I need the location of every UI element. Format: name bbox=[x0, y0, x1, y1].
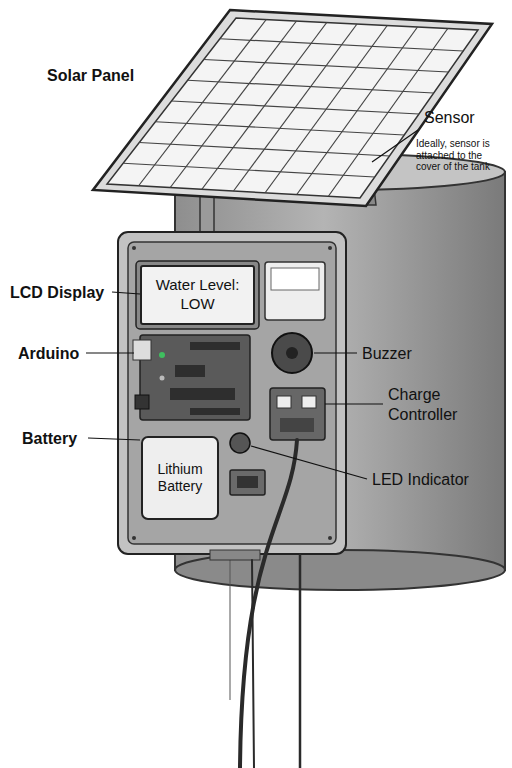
label-box: Ideally, sensor is attached to the cover… bbox=[416, 138, 506, 173]
panel-grid-line bbox=[265, 26, 387, 193]
label-box: Battery bbox=[22, 429, 77, 448]
usb-port bbox=[133, 340, 151, 360]
controller-panel bbox=[280, 418, 314, 432]
part-label: Solar Panel bbox=[47, 66, 134, 85]
header bbox=[190, 408, 240, 415]
controller-body bbox=[270, 388, 325, 440]
part-label: Arduino bbox=[18, 344, 79, 363]
part-label: LED Indicator bbox=[372, 470, 469, 489]
switch bbox=[230, 470, 265, 495]
solar-panel bbox=[93, 10, 492, 206]
charge-controller bbox=[270, 388, 325, 440]
leader-line bbox=[314, 352, 357, 353]
node-text: Water Level: LOW bbox=[148, 276, 248, 314]
label-box: Solar Panel bbox=[47, 66, 134, 85]
terminal bbox=[277, 396, 291, 408]
housing-outer bbox=[118, 232, 346, 554]
panel-grid-line bbox=[172, 101, 420, 114]
leader-line bbox=[251, 446, 367, 479]
led bbox=[230, 433, 250, 453]
led-and-switch bbox=[230, 433, 265, 495]
part-label: LCD Display bbox=[10, 283, 104, 302]
part-label: Battery bbox=[22, 429, 77, 448]
panel-grid bbox=[123, 20, 463, 197]
switch-face bbox=[237, 476, 258, 488]
chip bbox=[175, 365, 205, 377]
label-box: Sensor bbox=[424, 108, 475, 127]
panel-grid-line bbox=[139, 143, 389, 157]
screw bbox=[132, 536, 136, 540]
part-label: Buzzer bbox=[362, 344, 412, 363]
screw bbox=[328, 246, 332, 250]
sensor-module bbox=[265, 262, 325, 320]
leader-line bbox=[112, 292, 140, 294]
label-box: LCD Display bbox=[10, 283, 104, 302]
panel-grid-line bbox=[123, 163, 375, 177]
screw bbox=[132, 246, 136, 250]
screw bbox=[328, 536, 332, 540]
buzzer-body bbox=[272, 333, 312, 373]
battery-box: Lithium Battery bbox=[141, 436, 219, 520]
panel-frame bbox=[93, 10, 492, 206]
cables bbox=[240, 440, 300, 768]
tank-base bbox=[175, 550, 505, 590]
control-housing bbox=[118, 232, 346, 560]
ground-line bbox=[230, 560, 231, 700]
sensor-module-window bbox=[271, 268, 319, 290]
power-jack bbox=[135, 395, 149, 409]
note-text: Ideally, sensor is attached to the cover… bbox=[416, 138, 506, 173]
part-label: Charge Controller bbox=[388, 385, 480, 425]
leader-lines bbox=[86, 130, 418, 479]
header bbox=[190, 342, 240, 350]
housing-clamp bbox=[210, 550, 260, 560]
node-text: Lithium Battery bbox=[149, 461, 211, 496]
terminal bbox=[302, 396, 316, 408]
board bbox=[140, 335, 250, 420]
reset bbox=[160, 376, 165, 381]
panel-grid-line bbox=[155, 122, 404, 135]
label-box: LED Indicator bbox=[372, 470, 469, 489]
label-box: Buzzer bbox=[362, 344, 412, 363]
mount-pole bbox=[200, 192, 214, 236]
cable bbox=[252, 560, 254, 768]
leader-line bbox=[372, 130, 418, 162]
leader-line bbox=[86, 352, 134, 353]
cable bbox=[299, 555, 302, 768]
label-box: Arduino bbox=[18, 344, 79, 363]
part-label: Sensor bbox=[424, 108, 475, 127]
arduino-board bbox=[133, 335, 250, 420]
panel-grid-line bbox=[297, 27, 418, 195]
lcd-bezel bbox=[136, 261, 259, 329]
buzzer-hole bbox=[286, 347, 298, 359]
power-led bbox=[159, 352, 165, 358]
cable bbox=[240, 440, 297, 768]
chip bbox=[170, 388, 235, 400]
buzzer bbox=[272, 333, 312, 373]
leader-line bbox=[325, 403, 383, 404]
housing-inner bbox=[128, 242, 336, 544]
label-box: Charge Controller bbox=[388, 385, 480, 425]
leader-line bbox=[88, 438, 140, 440]
lcd-screen: Water Level: LOW bbox=[140, 265, 255, 325]
